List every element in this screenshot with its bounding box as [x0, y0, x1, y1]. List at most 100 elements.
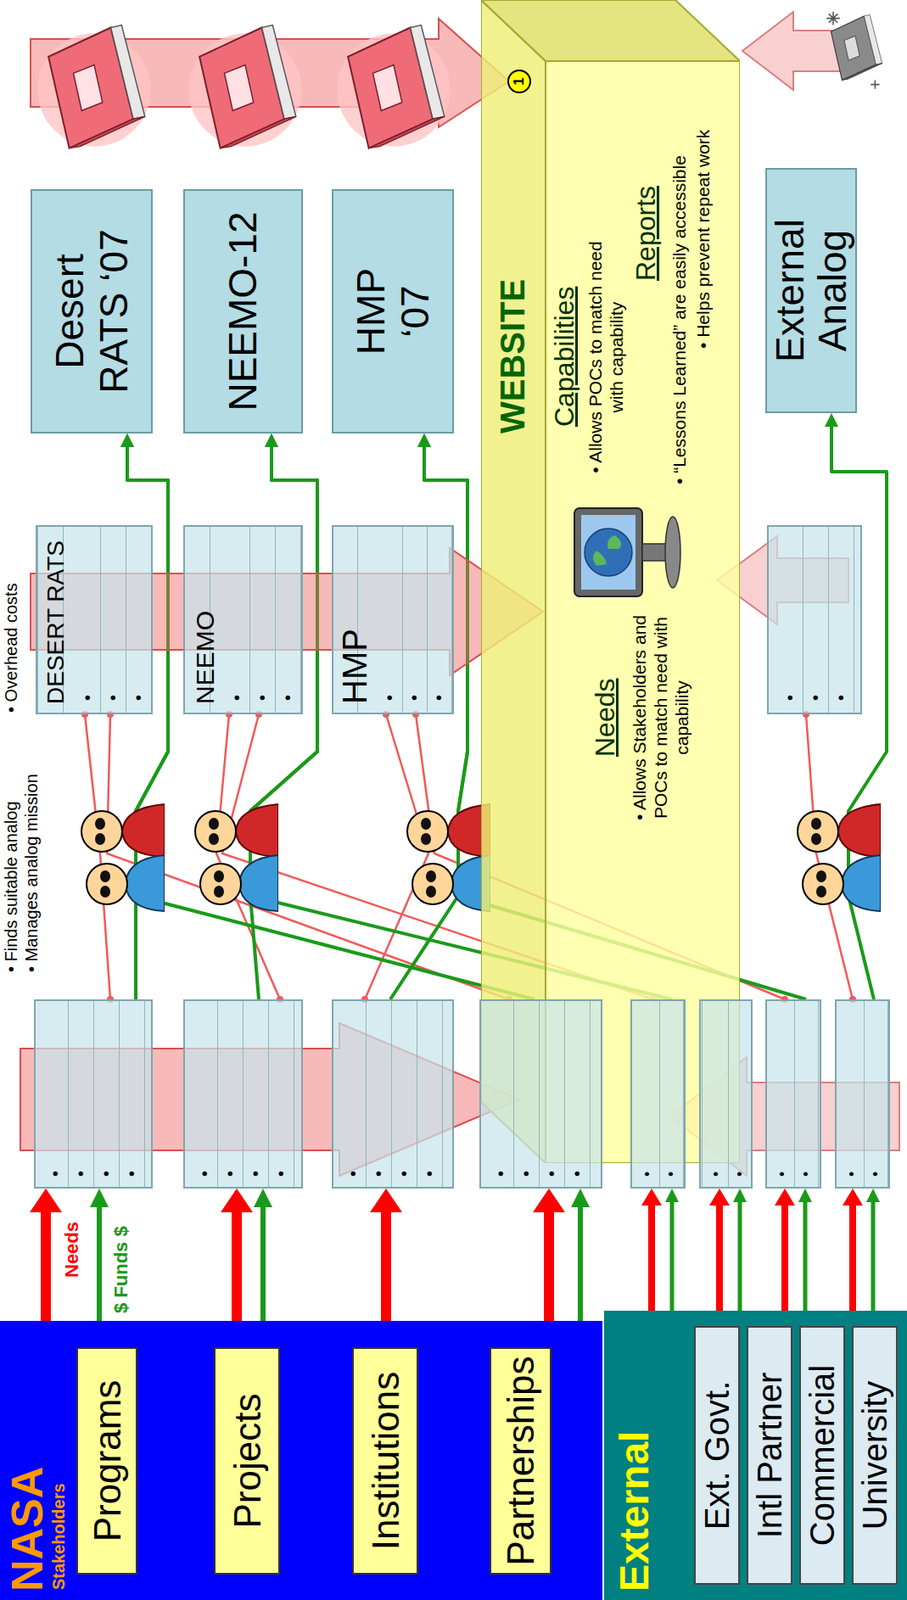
analog-list: DESERT RATS • • • [35, 525, 153, 715]
node-text: NEEMO-12 [220, 211, 266, 411]
node-text: Institutions [363, 1371, 408, 1551]
report-book [336, 25, 450, 149]
connector [709, 1188, 770, 1327]
connector [798, 1188, 823, 1327]
arrow-head [120, 433, 135, 448]
node-text: External Analog [768, 189, 854, 393]
analog-list: NEEMO• • • [183, 525, 303, 715]
needs-list: • • • • [331, 999, 454, 1189]
connector-line [651, 1204, 717, 1327]
arrow-head [709, 1188, 730, 1206]
connector [120, 433, 168, 1000]
block-front-face [545, 61, 740, 1164]
external-box: Commercial [799, 1326, 846, 1585]
node-text: University [855, 1381, 895, 1531]
arrow-head [571, 1188, 590, 1208]
node-text: • • [635, 1167, 684, 1177]
connector-line [84, 714, 111, 1000]
node-text: • • • • [487, 1166, 590, 1177]
note-text: • Manages analog mission [22, 773, 42, 973]
node-text: • “Lessons Learned” are easily accessibl… [669, 155, 690, 485]
node-text: HMP ‘07 [348, 251, 437, 371]
flow-big-arrow [742, 11, 840, 90]
arrow-head [641, 1188, 662, 1206]
node-text: Partnerships [498, 1356, 543, 1567]
arrow-head [532, 1188, 566, 1213]
arrow-head [29, 1188, 62, 1213]
node-text: • Allows Stakeholders and POCs to match … [628, 603, 693, 833]
team-icon [407, 804, 491, 912]
arrow-head [733, 1188, 747, 1203]
monitor-stand [642, 543, 668, 561]
node-text: Ext. Govt. [697, 1381, 737, 1531]
needs-list: • • • • [33, 999, 153, 1189]
node-text: • • • • [340, 1166, 443, 1177]
connector-line [106, 714, 510, 1000]
arrow-head [89, 1188, 109, 1208]
stakeholder-box: Institutions [352, 1347, 419, 1575]
team-icon [797, 804, 881, 912]
block-side-face [481, 0, 740, 62]
arrow-head [665, 1188, 679, 1203]
globe-land [593, 535, 622, 566]
node-text: Stakeholders [49, 1483, 69, 1591]
connector [733, 1188, 770, 1327]
connector-line [806, 714, 853, 1000]
report-book [188, 25, 302, 149]
connector-line [671, 1201, 717, 1327]
edge-label: Needs [61, 1221, 83, 1278]
needs-list: • • [834, 999, 891, 1189]
arrow-head [866, 1188, 880, 1203]
node-text: • • • [74, 690, 152, 701]
node-text: • • [770, 1167, 818, 1177]
connector-line [719, 1204, 770, 1327]
callout-number: 1 [507, 69, 532, 94]
report-book [826, 11, 883, 90]
node-text: • Allows POCs to match need with capabil… [584, 229, 628, 485]
arrow-head [264, 433, 279, 448]
node-text: • • • [377, 690, 452, 701]
team-icon [81, 804, 165, 912]
connector [641, 1188, 717, 1327]
stakeholder-box: Projects [213, 1347, 280, 1575]
node-text: DESERT RATS [42, 540, 70, 705]
stakeholder-box: Programs [76, 1347, 138, 1575]
node-text: Intl Partner [750, 1372, 790, 1540]
needs-list: • • [699, 999, 753, 1189]
report-book [37, 25, 151, 149]
analog-list: • • • [767, 525, 863, 715]
connector [390, 433, 468, 1000]
connector-line [739, 1201, 770, 1327]
edge-label: $ Funds $ [110, 1226, 132, 1314]
arrow-head [253, 1188, 273, 1208]
monitor-screen [581, 515, 636, 590]
node-text: Reports [630, 185, 662, 281]
needs-list: • • [630, 999, 686, 1189]
connector-line [805, 1201, 823, 1327]
stakeholder-panel: NASAStakeholdersProgramsProjectsInstitut… [0, 1321, 603, 1600]
analog-list: HMP• • • [331, 525, 454, 715]
needs-list: • • [765, 999, 822, 1189]
node-text: Projects [225, 1394, 269, 1529]
arrow-head [120, 433, 135, 448]
globe [584, 528, 633, 577]
arrow-head [220, 1188, 253, 1213]
node-text: Commercial [802, 1365, 842, 1546]
website-block: WEBSITECapabilities• Allows POCs to matc… [481, 0, 740, 1164]
node-text: • • • • [191, 1166, 294, 1177]
node-text: • • [704, 1167, 752, 1177]
node-text: NEEMO [190, 610, 220, 705]
arrow-head [417, 433, 432, 448]
external-box: Intl Partner [746, 1326, 793, 1585]
monitor-base [665, 516, 681, 588]
arrow-head [369, 1188, 403, 1213]
arrow-head [824, 413, 839, 427]
needs-list: • • • • [479, 999, 603, 1189]
analog-box: Desert RATS ‘07 [30, 189, 153, 434]
external-box: Ext. Govt. [694, 1326, 740, 1585]
arrow-head [264, 433, 279, 448]
arrow-head [842, 1188, 863, 1206]
note-text: • Finds suitable analog [1, 800, 22, 973]
node-text: Desert RATS ‘07 [47, 209, 136, 414]
